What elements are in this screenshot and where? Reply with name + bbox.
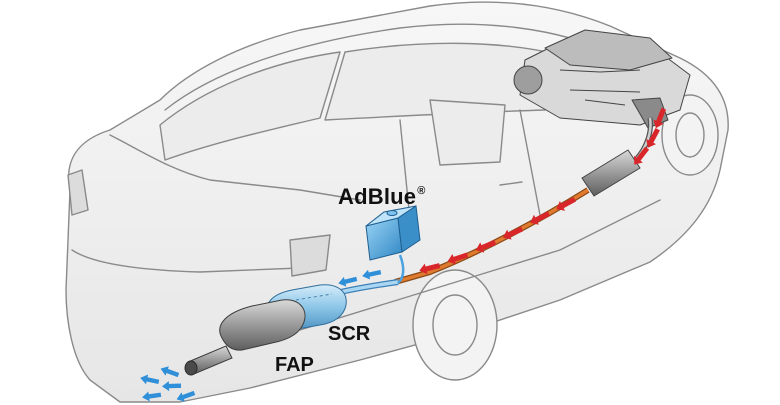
exhaust-arrow-icon bbox=[653, 107, 667, 129]
front-silencer bbox=[581, 149, 641, 197]
rear-wheel-rim bbox=[432, 294, 478, 356]
exhaust-arrow-icon bbox=[530, 211, 551, 225]
tank-side bbox=[397, 205, 421, 253]
rear-wheel bbox=[412, 269, 498, 381]
exhaust-arrow-icon bbox=[419, 263, 441, 275]
front-wheel-rim bbox=[675, 112, 705, 158]
engine-top bbox=[544, 29, 673, 71]
exhaust-arrow-icon bbox=[646, 127, 660, 148]
sill-line bbox=[299, 199, 661, 331]
side-window bbox=[324, 42, 561, 121]
outlet-arrow-icon bbox=[162, 381, 182, 392]
door-handle bbox=[499, 181, 523, 186]
car-roofline bbox=[164, 23, 661, 111]
exhaust-arrows bbox=[419, 107, 667, 275]
adblue-tank-icon bbox=[365, 205, 421, 261]
rear-light-right bbox=[289, 234, 331, 277]
scr-label: SCR bbox=[328, 323, 371, 345]
rear-light-left bbox=[67, 169, 89, 216]
outlet-arrow-icon bbox=[142, 391, 162, 402]
front-wheel bbox=[661, 94, 719, 176]
treated-arrow-icon bbox=[338, 276, 358, 287]
fap-filter bbox=[219, 299, 306, 351]
fap-label: FAP bbox=[275, 354, 314, 376]
adblue-feed-line bbox=[397, 254, 405, 284]
outlet-arrow-icon bbox=[160, 366, 180, 378]
adblue-label: AdBlue® bbox=[338, 186, 426, 208]
outlet-arrow-icon bbox=[176, 390, 196, 402]
side-window-rear bbox=[429, 99, 506, 166]
outlet-arrow-icon bbox=[140, 374, 160, 385]
registered-mark: ® bbox=[417, 185, 426, 197]
door-line bbox=[399, 109, 541, 221]
exhaust-arrow-icon bbox=[447, 252, 469, 265]
treated-arrow-icon bbox=[362, 269, 382, 280]
adblue-label-text: AdBlue bbox=[338, 184, 417, 209]
engine-detail bbox=[559, 69, 641, 106]
engine-icon bbox=[513, 29, 691, 129]
tailpipe bbox=[184, 345, 233, 376]
exhaust-arrow-icon bbox=[634, 146, 650, 165]
treated-arrows bbox=[140, 269, 382, 402]
engine-pulley bbox=[513, 65, 543, 95]
rear-bumper bbox=[71, 249, 301, 273]
exhaust-arrow-icon bbox=[502, 226, 524, 240]
exhaust-arrow-icon bbox=[556, 197, 577, 211]
tank-cap bbox=[386, 210, 398, 216]
exhaust-arrow-icon bbox=[475, 239, 497, 253]
rear-window bbox=[159, 51, 341, 161]
trunk-lid bbox=[109, 134, 361, 201]
